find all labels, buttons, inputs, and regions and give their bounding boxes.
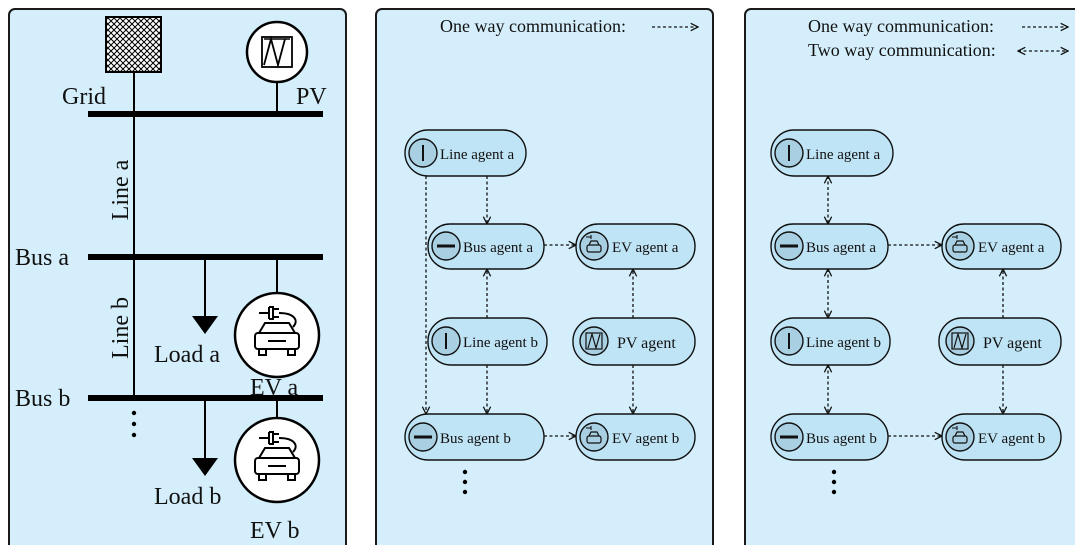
line-icon — [431, 326, 461, 356]
ev-b-label: EV b — [250, 518, 300, 544]
grid-label: Grid — [62, 84, 106, 110]
bus-icon — [407, 421, 439, 453]
two-way-agent-panel: One way communication: Two way communica… — [744, 8, 1075, 545]
pv-icon — [945, 326, 975, 356]
continuation-dots-icon — [462, 469, 468, 495]
bus-agent-b-node: Bus agent b — [404, 413, 545, 461]
line-b-label: Line b — [108, 297, 134, 359]
grid-icon — [105, 16, 162, 73]
ev-b-charger-icon — [233, 416, 321, 504]
ev-icon — [945, 422, 975, 452]
line-agent-b-node: Line agent b — [427, 317, 548, 366]
legend-two-way-label: Two way communication: — [808, 40, 996, 60]
line-icon — [408, 138, 438, 168]
load-b-label: Load b — [154, 484, 221, 510]
line-icon — [774, 326, 804, 356]
line-a-label: Line a — [108, 159, 134, 220]
bus-icon — [773, 230, 805, 262]
bus-agent-b-node: Bus agent b — [770, 413, 889, 461]
bus-agent-b-label: Bus agent b — [806, 431, 877, 447]
bus-agent-a-label: Bus agent a — [806, 240, 876, 256]
line-agent-a-node: Line agent a — [404, 129, 527, 177]
one-way-agent-panel: One way communication: Line agent a Bus … — [375, 8, 714, 545]
ev-a-charger-icon — [233, 291, 321, 379]
continuation-dots-icon — [131, 410, 137, 438]
ev-agent-a-label: EV agent a — [978, 240, 1045, 256]
line-agent-b-node: Line agent b — [770, 317, 891, 366]
legend-one-way-label: One way communication: — [808, 16, 994, 36]
ev-agent-b-label: EV agent b — [978, 431, 1045, 447]
bus-agent-b-label: Bus agent b — [440, 431, 511, 447]
bus-icon — [773, 421, 805, 453]
panel-right-bg — [744, 8, 1075, 545]
ev-agent-a-node: EV agent a — [941, 223, 1062, 270]
line-agent-a-node: Line agent a — [770, 129, 894, 177]
pv-icon — [579, 326, 609, 356]
continuation-dots-icon — [831, 469, 837, 495]
line-icon — [774, 138, 804, 168]
line-agent-b-label: Line agent b — [806, 335, 881, 351]
ev-agent-a-label: EV agent a — [612, 240, 679, 256]
ev-icon — [579, 231, 609, 261]
line-agent-a-label: Line agent a — [440, 147, 514, 163]
ev-agent-b-node: EV agent b — [941, 413, 1062, 461]
line-agent-b-label: Line agent b — [463, 335, 538, 351]
load-a-arrow-icon — [192, 316, 218, 334]
pv-label: PV — [296, 84, 327, 110]
bus-b-label: Bus b — [15, 386, 70, 412]
bus-a-label: Bus a — [15, 245, 69, 271]
bus-icon — [430, 230, 462, 262]
pv-agent-label: PV agent — [983, 335, 1042, 352]
load-b-arrow-icon — [192, 458, 218, 476]
pv-agent-node: PV agent — [938, 317, 1062, 366]
load-a-label: Load a — [154, 342, 220, 368]
ev-icon — [579, 422, 609, 452]
power-network-panel: Grid PV Line a Bus a Line b Load a EV a … — [8, 8, 347, 545]
ev-agent-b-label: EV agent b — [612, 431, 679, 447]
ev-icon — [945, 231, 975, 261]
line-agent-a-label: Line agent a — [806, 147, 880, 163]
ev-agent-b-node: EV agent b — [575, 413, 696, 461]
bus-agent-a-node: Bus agent a — [427, 223, 545, 270]
pv-icon — [245, 20, 309, 84]
ev-agent-a-node: EV agent a — [575, 223, 696, 270]
bus-agent-a-label: Bus agent a — [463, 240, 533, 256]
pv-agent-label: PV agent — [617, 335, 676, 352]
pv-agent-node: PV agent — [572, 317, 696, 366]
legend-one-way-label: One way communication: — [440, 16, 626, 36]
bus-agent-a-node: Bus agent a — [770, 223, 889, 270]
panel-left-bg — [8, 8, 347, 545]
